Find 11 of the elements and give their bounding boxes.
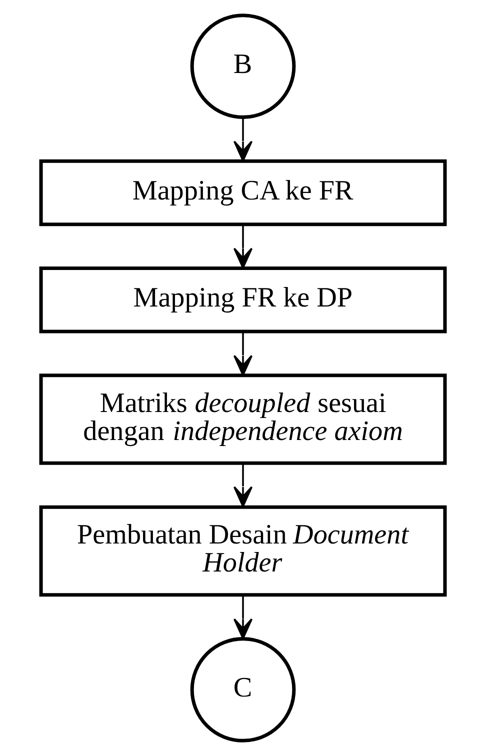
node-circle: B bbox=[190, 14, 296, 119]
node-box: Mapping CA ke FR bbox=[39, 159, 447, 226]
arrow bbox=[233, 332, 253, 376]
node-circle: C bbox=[190, 637, 296, 742]
node-box: Mapping FR ke DP bbox=[39, 266, 447, 334]
arrow bbox=[233, 117, 253, 162]
node-box: Pembuatan Desain Document Holder bbox=[39, 505, 447, 597]
arrow bbox=[233, 224, 253, 269]
node-box: Matriks decoupled sesuai dengan independence axiom bbox=[39, 374, 447, 465]
arrow bbox=[233, 596, 253, 640]
arrow bbox=[233, 464, 253, 508]
